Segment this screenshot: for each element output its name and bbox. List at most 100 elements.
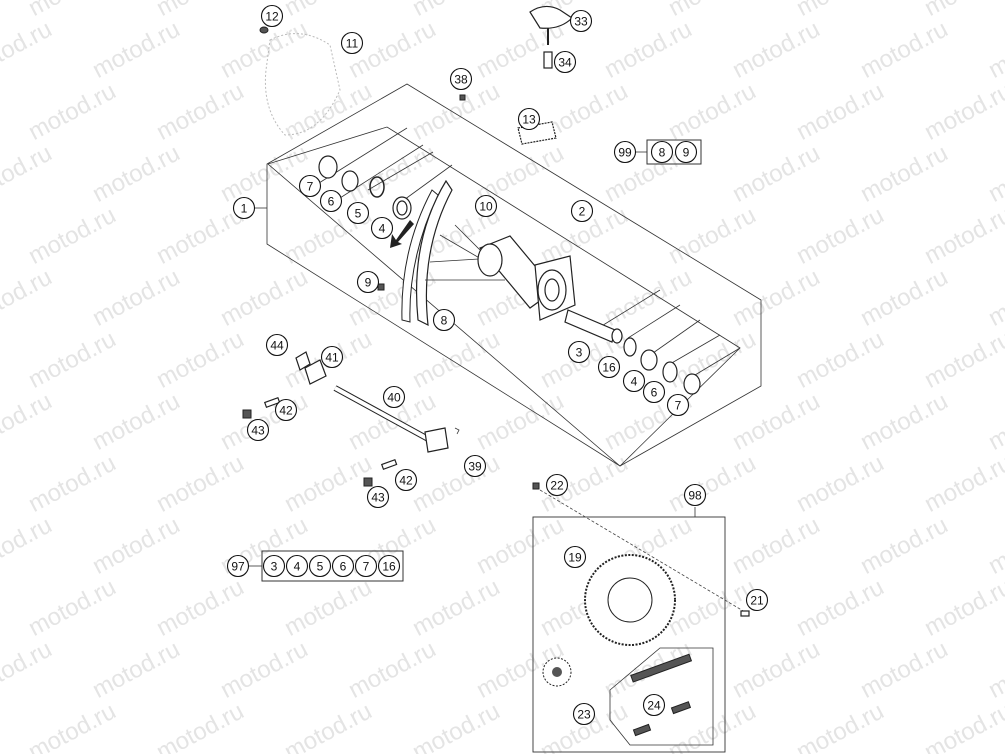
callout-kit-97[interactable]: 97	[226, 554, 250, 578]
callout-number: 5	[355, 207, 362, 221]
kit-group-97	[249, 550, 404, 582]
kit-member-4[interactable]: 4	[285, 554, 309, 578]
callout-number: 42	[279, 404, 293, 418]
callout-16[interactable]: 16	[597, 355, 621, 379]
callout-44[interactable]: 44	[265, 333, 289, 357]
rotation-direction-arrow	[390, 220, 414, 248]
callout-13[interactable]: 13	[517, 107, 541, 131]
kit-member-16[interactable]: 16	[377, 554, 401, 578]
callout-number: 2	[579, 205, 586, 219]
callout-1[interactable]: 1	[232, 196, 256, 220]
nut-38	[459, 94, 466, 101]
callout-number: 12	[265, 10, 279, 24]
callout-3[interactable]: 3	[567, 340, 591, 364]
right-bearings	[564, 309, 701, 395]
callout-98[interactable]: 98	[683, 483, 707, 507]
kit-member-6[interactable]: 6	[331, 554, 355, 578]
callout-number: 3	[271, 560, 278, 574]
brake-disc	[259, 26, 341, 136]
callout-7[interactable]: 7	[298, 174, 322, 198]
callout-number: 9	[365, 276, 372, 290]
callout-42[interactable]: 42	[274, 398, 298, 422]
callout-number: 4	[631, 375, 638, 389]
callout-38[interactable]: 38	[449, 67, 473, 91]
bolt-12	[259, 26, 269, 34]
callout-number: 24	[647, 699, 661, 713]
callout-21[interactable]: 21	[745, 588, 769, 612]
callout-number: 43	[251, 424, 265, 438]
callout-number: 6	[328, 195, 335, 209]
callout-34[interactable]: 34	[553, 50, 577, 74]
kit-member-5[interactable]: 5	[308, 554, 332, 578]
callout-number: 16	[602, 361, 616, 375]
callout-9[interactable]: 9	[356, 270, 380, 294]
callout-number: 4	[379, 222, 386, 236]
callout-number: 43	[371, 491, 385, 505]
callout-number: 11	[346, 37, 359, 51]
callout-2[interactable]: 2	[570, 199, 594, 223]
callout-6[interactable]: 6	[319, 189, 343, 213]
callout-number: 21	[750, 594, 764, 608]
kit-member-7[interactable]: 7	[354, 554, 378, 578]
rim	[401, 179, 453, 327]
callout-12[interactable]: 12	[260, 4, 284, 28]
callout-kit-99[interactable]: 99	[613, 140, 637, 164]
callout-number: 19	[568, 551, 582, 565]
callout-number: 99	[618, 146, 632, 160]
callout-43[interactable]: 43	[246, 418, 270, 442]
callout-number: 22	[550, 479, 564, 493]
callout-number: 1	[241, 202, 248, 216]
callout-number: 40	[387, 391, 401, 405]
callout-22[interactable]: 22	[545, 473, 569, 497]
callout-number: 34	[558, 56, 572, 70]
callout-number: 98	[688, 489, 702, 503]
kit-member-3[interactable]: 3	[262, 554, 286, 578]
callout-number: 97	[231, 560, 245, 574]
kit-member-8[interactable]: 8	[650, 140, 674, 164]
callout-number: 4	[294, 560, 301, 574]
kit-group-99	[636, 139, 702, 165]
callout-7[interactable]: 7	[666, 393, 690, 417]
callout-6[interactable]: 6	[642, 380, 666, 404]
hub	[425, 224, 576, 321]
callout-8[interactable]: 8	[432, 308, 456, 332]
callout-42[interactable]: 42	[394, 468, 418, 492]
callout-23[interactable]: 23	[572, 702, 596, 726]
callout-number: 8	[441, 314, 448, 328]
kit-member-9[interactable]: 9	[674, 140, 698, 164]
callout-10[interactable]: 10	[474, 194, 498, 218]
callout-number: 5	[317, 560, 324, 574]
callout-number: 33	[574, 15, 588, 29]
callout-4[interactable]: 4	[370, 216, 394, 240]
callout-number: 41	[325, 351, 339, 365]
callout-number: 3	[576, 346, 583, 360]
callout-number: 16	[382, 560, 396, 574]
callout-number: 6	[340, 560, 347, 574]
callout-33[interactable]: 33	[569, 9, 593, 33]
callout-number: 38	[454, 73, 468, 87]
callout-number: 7	[675, 399, 682, 413]
assembly-outline	[255, 83, 762, 467]
spoke-nipple-9	[377, 283, 385, 291]
callout-41[interactable]: 41	[320, 345, 344, 369]
callout-40[interactable]: 40	[382, 385, 406, 409]
left-bearings	[318, 155, 412, 220]
callout-number: 42	[399, 474, 413, 488]
callout-5[interactable]: 5	[346, 201, 370, 225]
callout-number: 6	[651, 386, 658, 400]
callout-11[interactable]: 11	[340, 31, 364, 55]
callout-number: 39	[468, 460, 482, 474]
callout-39[interactable]: 39	[463, 454, 487, 478]
callout-24[interactable]: 24	[642, 693, 666, 717]
sprocket-kit	[532, 482, 750, 753]
callout-number: 10	[479, 200, 493, 214]
callout-43[interactable]: 43	[366, 485, 390, 509]
callout-number: 7	[307, 180, 314, 194]
callout-19[interactable]: 19	[563, 545, 587, 569]
callout-number: 13	[522, 113, 536, 127]
valve-cap	[529, 5, 573, 69]
callout-4[interactable]: 4	[622, 369, 646, 393]
